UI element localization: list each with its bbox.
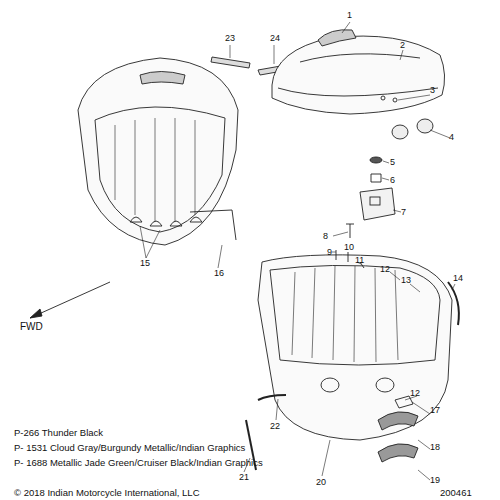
callout-number: 3: [430, 85, 435, 95]
note-text: © 2018 Indian Motorcycle International, …: [14, 488, 200, 498]
note-text: P- 1531 Cloud Gray/Burgundy Metallic/Ind…: [14, 443, 245, 453]
callout-number: 12: [380, 264, 390, 274]
callout-number: 9: [327, 247, 332, 257]
callout-number: 5: [390, 157, 395, 167]
callout-number: 8: [323, 231, 328, 241]
callout-number: 2: [400, 40, 405, 50]
callout-number: 17: [430, 405, 440, 415]
callout-number: 18: [430, 442, 440, 452]
direction-label: FWD: [20, 322, 43, 332]
callout-number: 15: [140, 258, 150, 268]
callout-number: 24: [270, 33, 280, 43]
callout-number: 21: [239, 472, 249, 482]
callout-number: 22: [270, 421, 280, 431]
callout-number: 13: [401, 275, 411, 285]
callout-number: 10: [344, 242, 354, 252]
callout-number: 1: [347, 10, 352, 20]
callout-number: 12: [410, 388, 420, 398]
callout-number: 20: [316, 477, 326, 487]
callout-number: 7: [401, 207, 406, 217]
callout-number: 6: [390, 175, 395, 185]
callout-number: 11: [355, 255, 364, 265]
callout-number: 19: [430, 475, 440, 485]
note-text: P-266 Thunder Black: [14, 428, 103, 438]
callout-number: 14: [453, 273, 463, 283]
note-text: P- 1688 Metallic Jade Green/Cruiser Blac…: [14, 458, 263, 468]
callout-number: 4: [449, 132, 454, 142]
callout-number: 23: [225, 33, 235, 43]
callout-number: 16: [214, 268, 224, 278]
note-text: 200461: [440, 488, 472, 498]
